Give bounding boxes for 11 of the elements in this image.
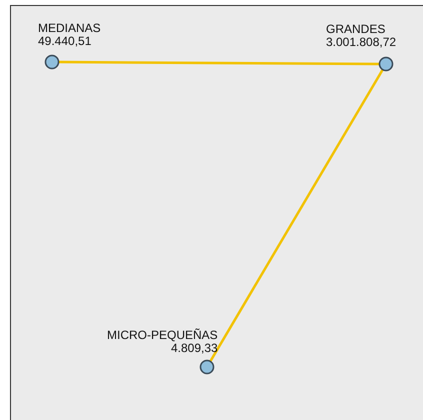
node-circle bbox=[378, 56, 394, 72]
connector-line bbox=[209, 68, 384, 362]
node-value: 4.809,33 bbox=[170, 342, 218, 355]
node-circle bbox=[199, 359, 215, 375]
node-label: GRANDES bbox=[326, 23, 386, 36]
node-label: MEDIANAS bbox=[38, 22, 101, 35]
node-label: MICRO-PEQUEÑAS bbox=[107, 329, 218, 342]
node-value: 3.001.808,72 bbox=[326, 36, 396, 49]
node-circle bbox=[44, 54, 60, 70]
node-value: 49.440,51 bbox=[38, 35, 92, 48]
connector-line bbox=[58, 60, 380, 66]
